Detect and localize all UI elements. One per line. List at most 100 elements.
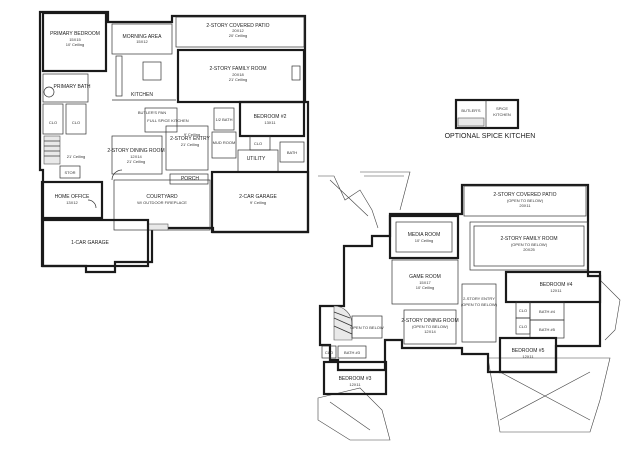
- label-mud-room: MUD ROOM: [213, 140, 236, 145]
- home-office-wall: [40, 180, 104, 220]
- half-bath-wall: [213, 107, 235, 131]
- option-label-spice: SPICE: [496, 106, 508, 111]
- label-upper-closet-2: CLO: [519, 324, 527, 329]
- label-ceiling-21-left: 21' Ceiling: [67, 154, 86, 159]
- bath-wall: [279, 141, 305, 163]
- label-morning-area-size: 15X12: [136, 39, 148, 44]
- label-primary-bedroom-size: 15X15: [69, 37, 81, 42]
- two-car-garage-wall: [210, 170, 310, 234]
- label-upper-family-room: 2-STORY FAMILY ROOM: [500, 236, 557, 242]
- bathtub: [43, 86, 55, 98]
- label-upper-family-room-sub: (OPEN TO BELOW): [511, 242, 548, 247]
- upper-closet-2: [515, 317, 531, 335]
- label-courtyard: COURTYARD: [146, 194, 178, 200]
- door-swing: [87, 199, 97, 209]
- label-upper-dining-sub: (OPEN TO BELOW): [412, 324, 449, 329]
- label-bedroom-3: BEDROOM #3: [339, 376, 372, 382]
- label-spice-kitchen: FULL SPICE KITCHEN: [147, 118, 189, 123]
- roof-outline: [487, 357, 611, 433]
- label-courtyard-sub: W/ OUTDOOR FIREPLACE: [137, 200, 187, 205]
- label-game-room-ceiling: 10' Ceiling: [416, 285, 435, 290]
- label-bath-3: BATH #3: [344, 350, 361, 355]
- label-entry-ceiling: 21' Ceiling: [181, 142, 200, 147]
- covered-patio-open-outline: [463, 185, 587, 217]
- label-primary-bedroom-ceiling: 10' Ceiling: [66, 42, 85, 47]
- outdoor-fireplace: [147, 223, 169, 231]
- label-covered-patio-size: 20X12: [232, 28, 244, 33]
- fireplace: [291, 65, 301, 81]
- dining-open-outline: [403, 309, 457, 345]
- label-bedroom-3-size: 12X11: [349, 382, 361, 387]
- label-upper-closet-3: CLO: [325, 350, 333, 355]
- label-bath: BATH: [287, 150, 297, 155]
- label-upper-dining-size: 12X14: [424, 329, 436, 334]
- second-floor-exterior-wall: [318, 183, 602, 374]
- label-kitchen: KITCHEN: [131, 92, 153, 98]
- first-floor-plan: PRIMARY BEDROOM 15X15 10' Ceiling MORNIN…: [38, 10, 310, 274]
- label-closet-1: CLO: [49, 120, 57, 125]
- option-outline: [454, 98, 520, 130]
- family-room-open-inner: [473, 225, 585, 267]
- storage-wall: [59, 165, 81, 179]
- label-open-below: OPEN TO BELOW: [350, 325, 384, 330]
- label-one-car-garage: 1-CAR GARAGE: [71, 240, 109, 246]
- roof-outline: [318, 175, 379, 229]
- bedroom-3-wall: [322, 360, 388, 396]
- label-home-office: HOME OFFICE: [55, 194, 90, 200]
- label-bedroom-4: BEDROOM #4: [540, 282, 573, 288]
- label-ceiling-9-hall: 9' Ceiling: [184, 132, 200, 137]
- label-dining-room-size: 12X14: [130, 154, 142, 159]
- option-caption: OPTIONAL SPICE KITCHEN: [445, 133, 536, 140]
- morning-area-wall: [111, 23, 173, 55]
- label-covered-patio-ceiling: 20' Ceiling: [229, 33, 248, 38]
- door-swing: [111, 169, 123, 181]
- kitchen-counter: [115, 55, 123, 97]
- bath-3-wall: [337, 345, 367, 359]
- label-dining-room-ceiling: 21' Ceiling: [127, 159, 146, 164]
- label-upper-family-room-size: 20X25: [523, 247, 535, 252]
- label-two-car-garage: 2-CAR GARAGE: [239, 194, 277, 200]
- upper-staircase: [333, 305, 353, 341]
- label-two-car-garage-ceiling: 9' Ceiling: [250, 200, 266, 205]
- label-bedroom-5: BEDROOM #5: [512, 348, 545, 354]
- upper-closet-3: [321, 345, 337, 359]
- dining-room-wall: [111, 135, 163, 175]
- primary-bath-wall: [42, 73, 89, 103]
- option-label-butlers: BUTLER'S: [461, 108, 481, 113]
- label-upper-covered-patio-sub: (OPEN TO BELOW): [507, 198, 544, 203]
- bedroom-5-wall: [498, 336, 558, 374]
- roof-outline: [360, 171, 411, 211]
- label-upper-entry-sub: (OPEN TO BELOW): [461, 302, 498, 307]
- label-storage: STOR: [64, 170, 75, 175]
- open-below-outline: [351, 315, 383, 339]
- label-utility: UTILITY: [247, 156, 266, 162]
- bedroom-2-wall: [238, 100, 306, 138]
- label-bath-4: BATH #4: [539, 309, 556, 314]
- roof-outline: [317, 387, 391, 441]
- media-room-wall: [388, 214, 460, 260]
- label-upper-covered-patio: 2-STORY COVERED PATIO: [493, 192, 556, 198]
- label-bedroom-2-size: 13X11: [264, 120, 276, 125]
- label-media-room-ceiling: 10' Ceiling: [415, 238, 434, 243]
- label-family-room-size: 20X18: [232, 72, 244, 77]
- label-family-room: 2-STORY FAMILY ROOM: [209, 66, 266, 72]
- media-room-inner: [395, 221, 453, 253]
- roof-outline: [599, 279, 621, 341]
- porch-wall: [169, 173, 209, 185]
- label-game-room: GAME ROOM: [409, 274, 441, 280]
- primary-bedroom-wall: [41, 11, 108, 73]
- label-butlers-pantry: BUTLER'S PAN: [138, 110, 166, 115]
- closet-right: [65, 103, 87, 135]
- label-bedroom-5-size: 12X11: [522, 354, 534, 359]
- label-morning-area: MORNING AREA: [123, 34, 163, 40]
- one-car-garage-wall: [40, 218, 150, 268]
- closet-left: [42, 103, 64, 135]
- label-porch: PORCH: [181, 176, 199, 182]
- option-label-kitchen: KITCHEN: [493, 112, 511, 117]
- label-upper-closet-1: CLO: [519, 308, 527, 313]
- label-family-room-ceiling: 21' Ceiling: [229, 77, 248, 82]
- covered-patio-outline: [175, 16, 305, 48]
- label-closet-3: CLO: [254, 141, 262, 146]
- label-media-room: MEDIA ROOM: [408, 232, 441, 238]
- label-entry: 2-STORY ENTRY: [170, 136, 210, 142]
